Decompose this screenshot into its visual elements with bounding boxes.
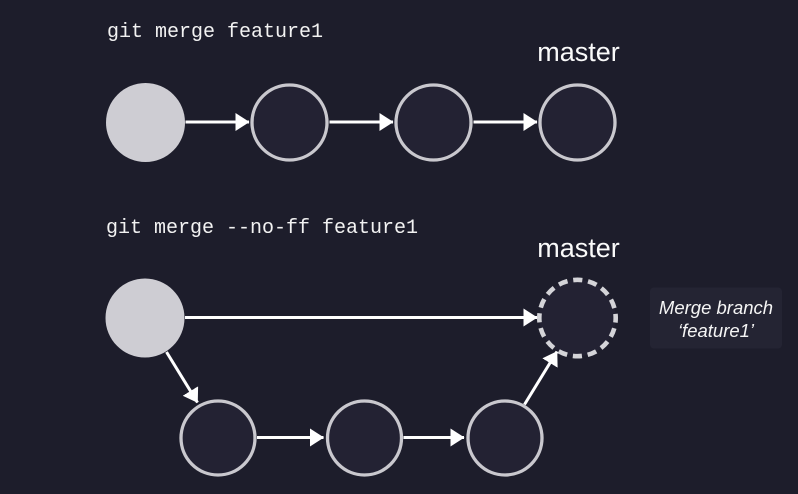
- svg-text:‘feature1’: ‘feature1’: [678, 320, 755, 341]
- svg-text:git merge --no-ff feature1: git merge --no-ff feature1: [106, 217, 418, 240]
- svg-text:Merge branch: Merge branch: [659, 297, 773, 318]
- svg-text:master: master: [537, 37, 620, 67]
- svg-text:master: master: [537, 233, 620, 263]
- svg-text:git merge feature1: git merge feature1: [107, 21, 323, 44]
